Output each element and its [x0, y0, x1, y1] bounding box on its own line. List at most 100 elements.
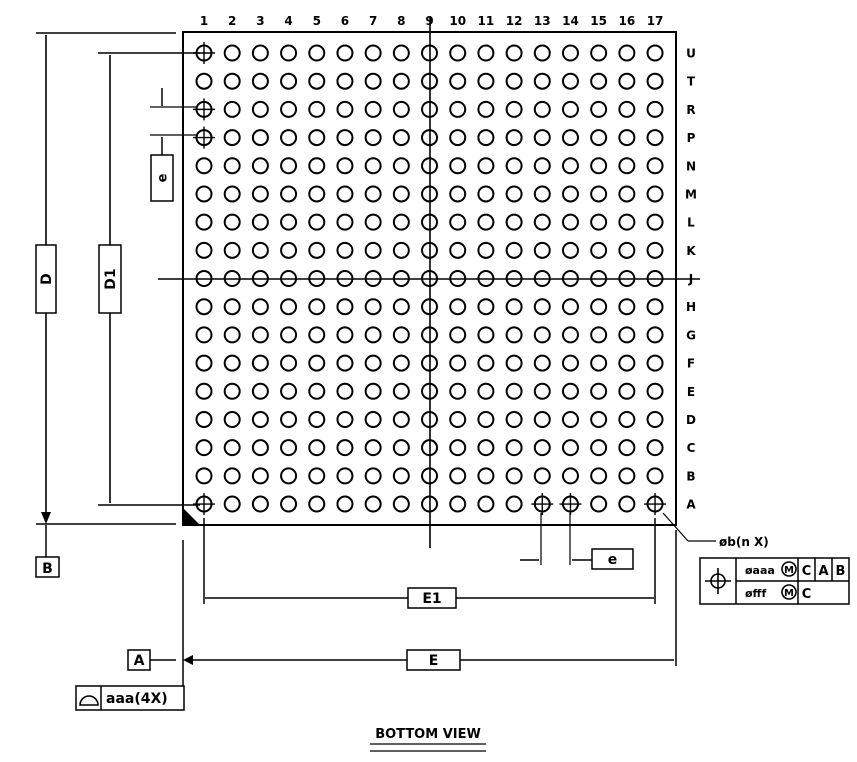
solder-ball: [561, 382, 579, 400]
solder-ball: [449, 72, 467, 90]
solder-ball: [646, 157, 664, 175]
solder-ball: [223, 72, 241, 90]
solder-ball: [590, 410, 608, 428]
solder-ball: [421, 495, 439, 513]
solder-ball: [505, 439, 523, 457]
row-label: F: [687, 357, 695, 371]
solder-ball: [590, 467, 608, 485]
solder-ball: [392, 410, 410, 428]
solder-ball: [364, 213, 382, 231]
solder-ball: [195, 241, 213, 259]
solder-ball: [590, 354, 608, 372]
flatness-callout-value: aaa(4X): [106, 691, 168, 707]
column-label: 13: [534, 14, 551, 28]
solder-ball: [618, 495, 636, 513]
solder-ball: [364, 410, 382, 428]
solder-ball: [618, 467, 636, 485]
solder-ball: [280, 100, 298, 118]
solder-ball: [646, 298, 664, 316]
solder-ball: [618, 44, 636, 62]
solder-ball: [618, 185, 636, 203]
solder-ball: [618, 241, 636, 259]
view-title: BOTTOM VIEW: [375, 727, 481, 742]
solder-ball: [223, 439, 241, 457]
solder-ball: [449, 439, 467, 457]
solder-ball: [195, 354, 213, 372]
solder-ball: [251, 44, 269, 62]
solder-ball: [618, 382, 636, 400]
solder-ball: [223, 157, 241, 175]
solder-ball: [505, 326, 523, 344]
row-label: D: [686, 413, 696, 427]
row-label: H: [686, 300, 696, 314]
solder-ball: [646, 326, 664, 344]
solder-ball: [646, 100, 664, 118]
solder-ball: [533, 213, 551, 231]
solder-ball: [477, 100, 495, 118]
solder-ball: [590, 298, 608, 316]
solder-ball: [223, 44, 241, 62]
solder-ball: [308, 354, 326, 372]
column-label: 2: [228, 14, 236, 28]
solder-ball: [251, 495, 269, 513]
column-label: 4: [284, 14, 292, 28]
solder-ball: [477, 72, 495, 90]
solder-ball: [505, 129, 523, 147]
solder-ball: [195, 326, 213, 344]
solder-ball: [646, 129, 664, 147]
solder-ball: [280, 270, 298, 288]
solder-ball: [364, 72, 382, 90]
solder-ball: [280, 241, 298, 259]
solder-ball: [561, 44, 579, 62]
solder-ball: [505, 100, 523, 118]
solder-ball: [561, 439, 579, 457]
solder-ball: [392, 298, 410, 316]
solder-ball: [646, 410, 664, 428]
row-label: A: [686, 498, 696, 512]
solder-ball: [392, 326, 410, 344]
solder-ball: [280, 157, 298, 175]
solder-ball: [336, 100, 354, 118]
solder-ball: [223, 241, 241, 259]
solder-ball: [392, 382, 410, 400]
solder-ball: [477, 382, 495, 400]
solder-ball: [449, 157, 467, 175]
solder-ball: [533, 326, 551, 344]
column-label: 12: [506, 14, 523, 28]
solder-ball: [561, 185, 579, 203]
solder-ball: [533, 129, 551, 147]
dimension-e-pitch-vertical-label: e: [156, 173, 171, 182]
datum-b: B: [35, 525, 60, 578]
solder-ball: [251, 410, 269, 428]
solder-ball: [364, 298, 382, 316]
row-label: U: [686, 47, 696, 61]
solder-ball: [364, 44, 382, 62]
solder-ball: [336, 495, 354, 513]
solder-ball: [505, 382, 523, 400]
solder-ball: [251, 326, 269, 344]
solder-ball: [392, 129, 410, 147]
solder-ball: [590, 157, 608, 175]
solder-ball: [223, 326, 241, 344]
solder-ball: [336, 382, 354, 400]
solder-ball: [364, 382, 382, 400]
solder-ball: [533, 298, 551, 316]
solder-ball: [561, 298, 579, 316]
mmc-modifier-icon: M: [781, 584, 797, 600]
solder-ball: [392, 354, 410, 372]
solder-ball: [251, 298, 269, 316]
solder-ball: [364, 129, 382, 147]
solder-ball: [280, 354, 298, 372]
solder-ball: [449, 326, 467, 344]
solder-ball: [195, 382, 213, 400]
solder-ball: [223, 354, 241, 372]
solder-ball: [392, 467, 410, 485]
flatness-callout: aaa(4X): [75, 685, 185, 711]
solder-ball: [308, 467, 326, 485]
dimension-d: D: [35, 32, 176, 525]
solder-ball: [646, 467, 664, 485]
solder-ball: [308, 185, 326, 203]
solder-ball: [590, 72, 608, 90]
solder-ball: [280, 326, 298, 344]
solder-ball: [646, 382, 664, 400]
